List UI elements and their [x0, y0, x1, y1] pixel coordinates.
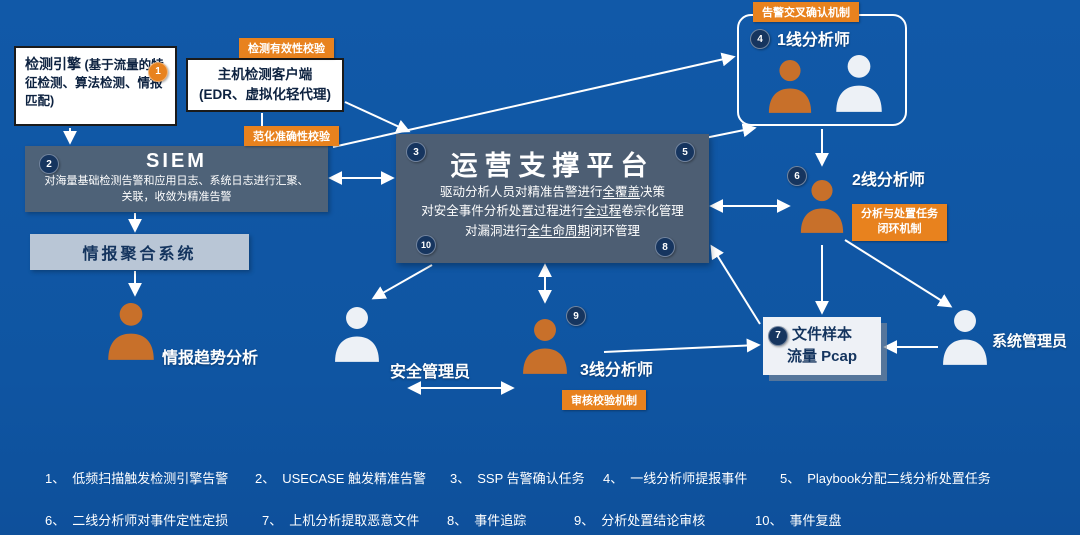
legend-num-6: 6、	[45, 513, 66, 528]
legend-item-9: 9、分析处置结论审核	[574, 510, 705, 529]
legend-text-6: 二线分析师对事件定性定损	[72, 513, 229, 528]
tier3-label: 3线分析师	[580, 362, 653, 379]
platform-line-2-em: 全过程	[583, 204, 622, 219]
detection-engine-title: 检测引擎	[25, 56, 81, 72]
platform-line-3-post: 闭环管理	[590, 223, 641, 238]
legend-num-3: 3、	[450, 471, 471, 486]
security-admin-icon	[330, 298, 384, 370]
legend-text-2: USECASE 触发精准告警	[282, 471, 426, 486]
tier2-label: 2线分析师	[852, 172, 925, 189]
tier1-analyst-icon-b	[831, 48, 887, 118]
legend-item-5: 5、 Playbook分配二线分析处置任务	[780, 468, 991, 487]
legend-num-8: 8、	[447, 513, 468, 528]
host-client-node: 主机检测客户端 (EDR、虚拟化轻代理)	[186, 58, 344, 112]
legend-item-2: 2、 USECASE 触发精准告警	[255, 468, 426, 487]
legend-text-8: 事件追踪	[474, 513, 527, 528]
platform-line-3-em: 全生命周期	[527, 223, 590, 238]
review-verification-tag: 审核校验机制	[562, 390, 646, 410]
step-badge-8: 8	[655, 237, 675, 257]
tier1-analyst-icon-a	[764, 54, 816, 118]
legend-text-10: 事件复盘	[789, 513, 842, 528]
legend-item-10: 10、事件复盘	[755, 510, 841, 529]
alert-cross-confirm-tag: 告警交叉确认机制	[753, 2, 859, 22]
host-client-desc: (EDR、虚拟化轻代理)	[199, 87, 331, 102]
legend-num-2: 2、	[255, 471, 276, 486]
file-sample-node: 7 文件样本 流量 Pcap	[763, 317, 881, 375]
legend-text-3: SSP 告警确认任务	[477, 471, 585, 486]
legend-item-1: 1、低频扫描触发检测引擎告警	[45, 468, 228, 487]
platform-line-1: 驱动分析人员对精准告警进行全覆盖决策	[396, 183, 709, 202]
legend-num-10: 10、	[755, 513, 783, 528]
platform-line-2: 对安全事件分析处置过程进行全过程卷宗化管理	[396, 202, 709, 221]
legend-text-5: Playbook分配二线分析处置任务	[807, 471, 991, 486]
legend-num-5: 5、	[780, 471, 801, 486]
step-badge-5: 5	[675, 142, 695, 162]
detection-validity-tag: 检测有效性校验	[239, 38, 334, 58]
legend-item-6: 6、二线分析师对事件定性定损	[45, 510, 228, 529]
intel-trend-label: 情报趋势分析	[162, 350, 259, 367]
tier1-label: 1线分析师	[777, 32, 850, 49]
security-admin-label: 安全管理员	[390, 364, 471, 381]
step-badge-1: 1	[148, 62, 168, 82]
intel-aggregation-node: 情报聚合系统	[30, 234, 249, 270]
file-sample-line-2: 流量 Pcap	[786, 348, 858, 365]
host-client-title: 主机检测客户端	[217, 66, 313, 82]
platform-line-1-pre: 驱动分析人员对精准告警进行	[439, 185, 603, 199]
platform-line-1-post: 决策	[640, 185, 666, 199]
legend-num-1: 1、	[45, 471, 66, 486]
legend-num-4: 4、	[603, 471, 624, 486]
siem-node: 2 SIEM 对海量基础检测告警和应用日志、系统日志进行汇聚、关联，收敛为精准告…	[25, 146, 328, 212]
legend-text-7: 上机分析提取恶意文件	[289, 513, 420, 528]
intel-trend-analyst-icon	[103, 296, 159, 366]
siem-title: SIEM	[146, 150, 207, 172]
tier1-analyst-group: 4 1线分析师	[737, 14, 907, 126]
platform-line-3-pre: 对漏洞进行	[464, 223, 528, 238]
step-badge-4: 4	[750, 29, 770, 49]
system-admin-label: 系统管理员	[992, 333, 1068, 350]
legend-text-4: 一线分析师提报事件	[630, 471, 748, 486]
legend-item-3: 3、 SSP 告警确认任务	[450, 468, 585, 487]
detection-engine-node: 1 检测引擎 (基于流量的特征检测、算法检测、情报匹配)	[14, 46, 177, 126]
platform-line-3: 对漏洞进行全生命周期闭环管理	[396, 222, 709, 241]
step-badge-10: 10	[416, 235, 436, 255]
file-sample-line-1: 文件样本	[791, 326, 852, 344]
legend-text-9: 分析处置结论审核	[601, 513, 706, 528]
legend-text-1: 低频扫描触发检测引擎告警	[72, 471, 229, 486]
platform-line-2-post: 卷宗化管理	[621, 204, 684, 219]
detection-engine-desc: (基于流量的特征检测、算法检测、情报匹配)	[25, 58, 164, 109]
step-badge-6: 6	[787, 166, 807, 186]
task-closure-line-2: 闭环机制	[877, 223, 922, 236]
legend-item-7: 7、上机分析提取恶意文件	[262, 510, 419, 529]
legend-num-9: 9、	[574, 513, 595, 528]
tier3-analyst-icon	[518, 310, 572, 382]
task-closure-tag: 分析与处置任务 闭环机制	[852, 204, 947, 241]
tier2-analyst-icon	[796, 172, 848, 240]
legend-item-8: 8、事件追踪	[447, 510, 526, 529]
siem-desc: 对海量基础检测告警和应用日志、系统日志进行汇聚、关联，收敛为精准告警	[44, 175, 309, 203]
step-badge-9: 9	[566, 306, 586, 326]
platform-line-2-pre: 对安全事件分析处置过程进行	[421, 204, 584, 219]
step-badge-7: 7	[768, 326, 788, 346]
step-badge-3: 3	[406, 142, 426, 162]
legend-item-4: 4、一线分析师提报事件	[603, 468, 747, 487]
step-badge-2: 2	[39, 154, 59, 174]
operations-platform-node: 3 5 10 8 运营支撑平台 驱动分析人员对精准告警进行全覆盖决策 对安全事件…	[396, 134, 709, 263]
system-admin-icon	[938, 302, 992, 372]
platform-line-1-em: 全覆盖	[602, 185, 640, 199]
legend-num-7: 7、	[262, 513, 283, 528]
intel-aggregation-title: 情报聚合系统	[82, 246, 197, 263]
task-closure-line-1: 分析与处置任务	[861, 208, 938, 220]
normalization-accuracy-tag: 范化准确性校验	[244, 126, 339, 146]
platform-title: 运营支撑平台	[450, 151, 655, 181]
